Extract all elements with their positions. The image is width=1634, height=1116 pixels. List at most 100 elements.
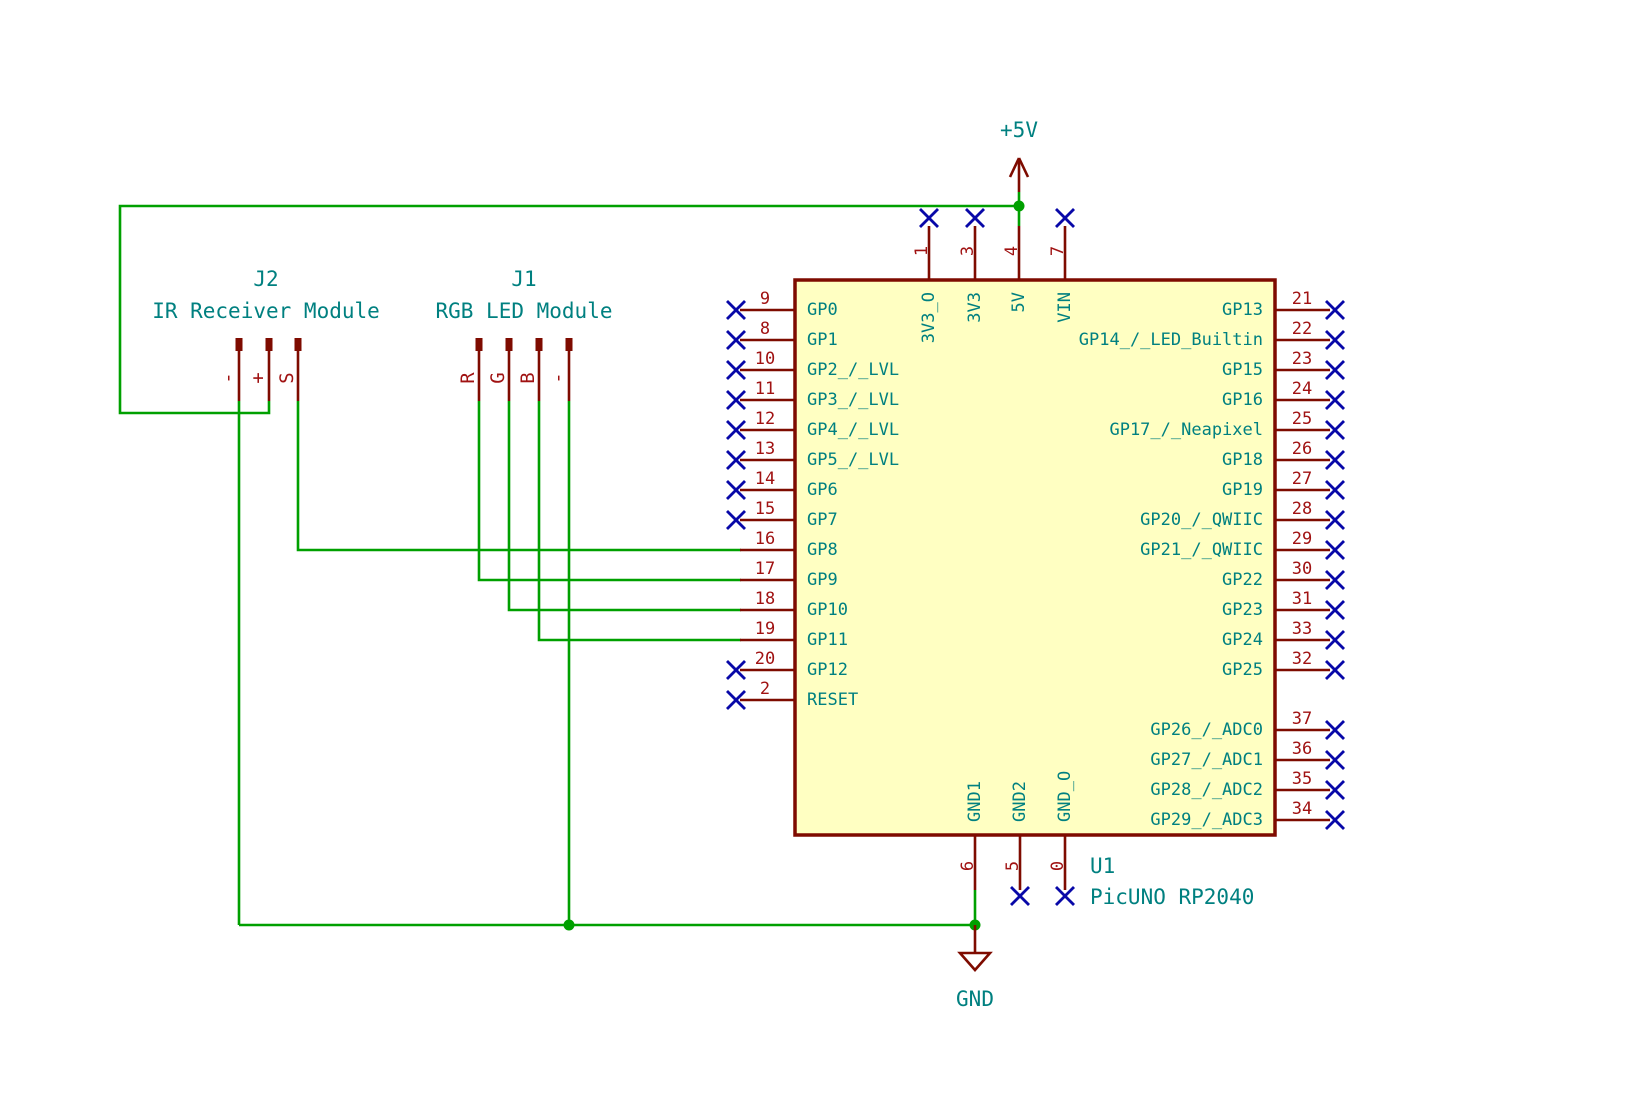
no-connect-x[interactable] xyxy=(965,208,985,228)
power-flag-5v[interactable]: +5V xyxy=(1000,118,1038,192)
no-connect-x[interactable] xyxy=(1325,450,1345,470)
no-connect-x[interactable] xyxy=(1325,630,1345,650)
no-connect-x[interactable] xyxy=(726,360,746,380)
pin-name: GP7 xyxy=(807,510,838,530)
j1-reference[interactable]: J1 xyxy=(511,267,536,291)
u1-value[interactable]: PicUNO RP2040 xyxy=(1090,885,1254,909)
no-connect-x[interactable] xyxy=(726,510,746,530)
no-connect-x[interactable] xyxy=(1325,540,1345,560)
no-connect-x[interactable] xyxy=(1325,780,1345,800)
no-connect-x[interactable] xyxy=(1010,886,1030,906)
no-connect-x[interactable] xyxy=(1325,660,1345,680)
x-stroke xyxy=(1325,630,1345,650)
no-connect-x[interactable] xyxy=(1325,300,1345,320)
u1-body[interactable] xyxy=(793,278,1277,837)
j2-connector[interactable]: -+S xyxy=(217,338,302,401)
no-connect-x[interactable] xyxy=(1325,480,1345,500)
no-connect-x[interactable] xyxy=(1325,420,1345,440)
u1-pin-5V[interactable]: 45V xyxy=(1002,226,1029,312)
no-connect-x[interactable] xyxy=(1325,810,1345,830)
junction-dot[interactable] xyxy=(1013,200,1025,212)
wire-j1-r-gp9[interactable] xyxy=(477,401,741,582)
connector-pin-square xyxy=(235,338,243,351)
wire-j1-b-gp11[interactable] xyxy=(537,401,741,642)
pin-number: 3 xyxy=(958,246,978,256)
no-connect-x[interactable] xyxy=(1325,390,1345,410)
pin-number: 21 xyxy=(1292,289,1312,309)
no-connect-x[interactable] xyxy=(726,330,746,350)
wire-j1-g-gp10[interactable] xyxy=(507,401,741,612)
j1-value[interactable]: RGB LED Module xyxy=(435,299,612,323)
no-connect-x[interactable] xyxy=(1325,750,1345,770)
x-stroke xyxy=(1325,780,1345,800)
no-connect-x[interactable] xyxy=(1325,360,1345,380)
no-connect-x[interactable] xyxy=(726,390,746,410)
junction-dot[interactable] xyxy=(563,919,575,931)
no-connect-x[interactable] xyxy=(1325,330,1345,350)
no-connect-x[interactable] xyxy=(1055,208,1075,228)
no-connect-x[interactable] xyxy=(726,660,746,680)
j2-value[interactable]: IR Receiver Module xyxy=(152,299,380,323)
no-connect-x[interactable] xyxy=(726,450,746,470)
no-connect-x[interactable] xyxy=(726,690,746,710)
no-connect-x[interactable] xyxy=(726,480,746,500)
no-connect-x[interactable] xyxy=(1325,720,1345,740)
power-flag-gnd[interactable]: GND xyxy=(956,925,994,1011)
j2-reference[interactable]: J2 xyxy=(253,267,278,291)
pin-number: 6 xyxy=(958,861,978,871)
pin-number: 26 xyxy=(1292,439,1312,459)
no-connect-x[interactable] xyxy=(726,300,746,320)
no-connect-x[interactable] xyxy=(726,420,746,440)
pin-number: 23 xyxy=(1292,349,1312,369)
wire-j2-s-gp8[interactable] xyxy=(296,401,741,552)
no-connect-x[interactable] xyxy=(1325,510,1345,530)
no-connect-x[interactable] xyxy=(1325,600,1345,620)
u1-reference[interactable]: U1 xyxy=(1090,854,1115,878)
wire-5v-rail[interactable] xyxy=(118,204,1019,415)
no-connect-x[interactable] xyxy=(1325,570,1345,590)
u1-symbol[interactable]: 9GP08GP110GP2_/_LVL11GP3_/_LVL12GP4_/_LV… xyxy=(726,208,1345,906)
pin-number: 34 xyxy=(1292,799,1312,819)
x-stroke xyxy=(1325,540,1345,560)
no-connect-x[interactable] xyxy=(919,208,939,228)
no-connect-x[interactable] xyxy=(1055,886,1075,906)
